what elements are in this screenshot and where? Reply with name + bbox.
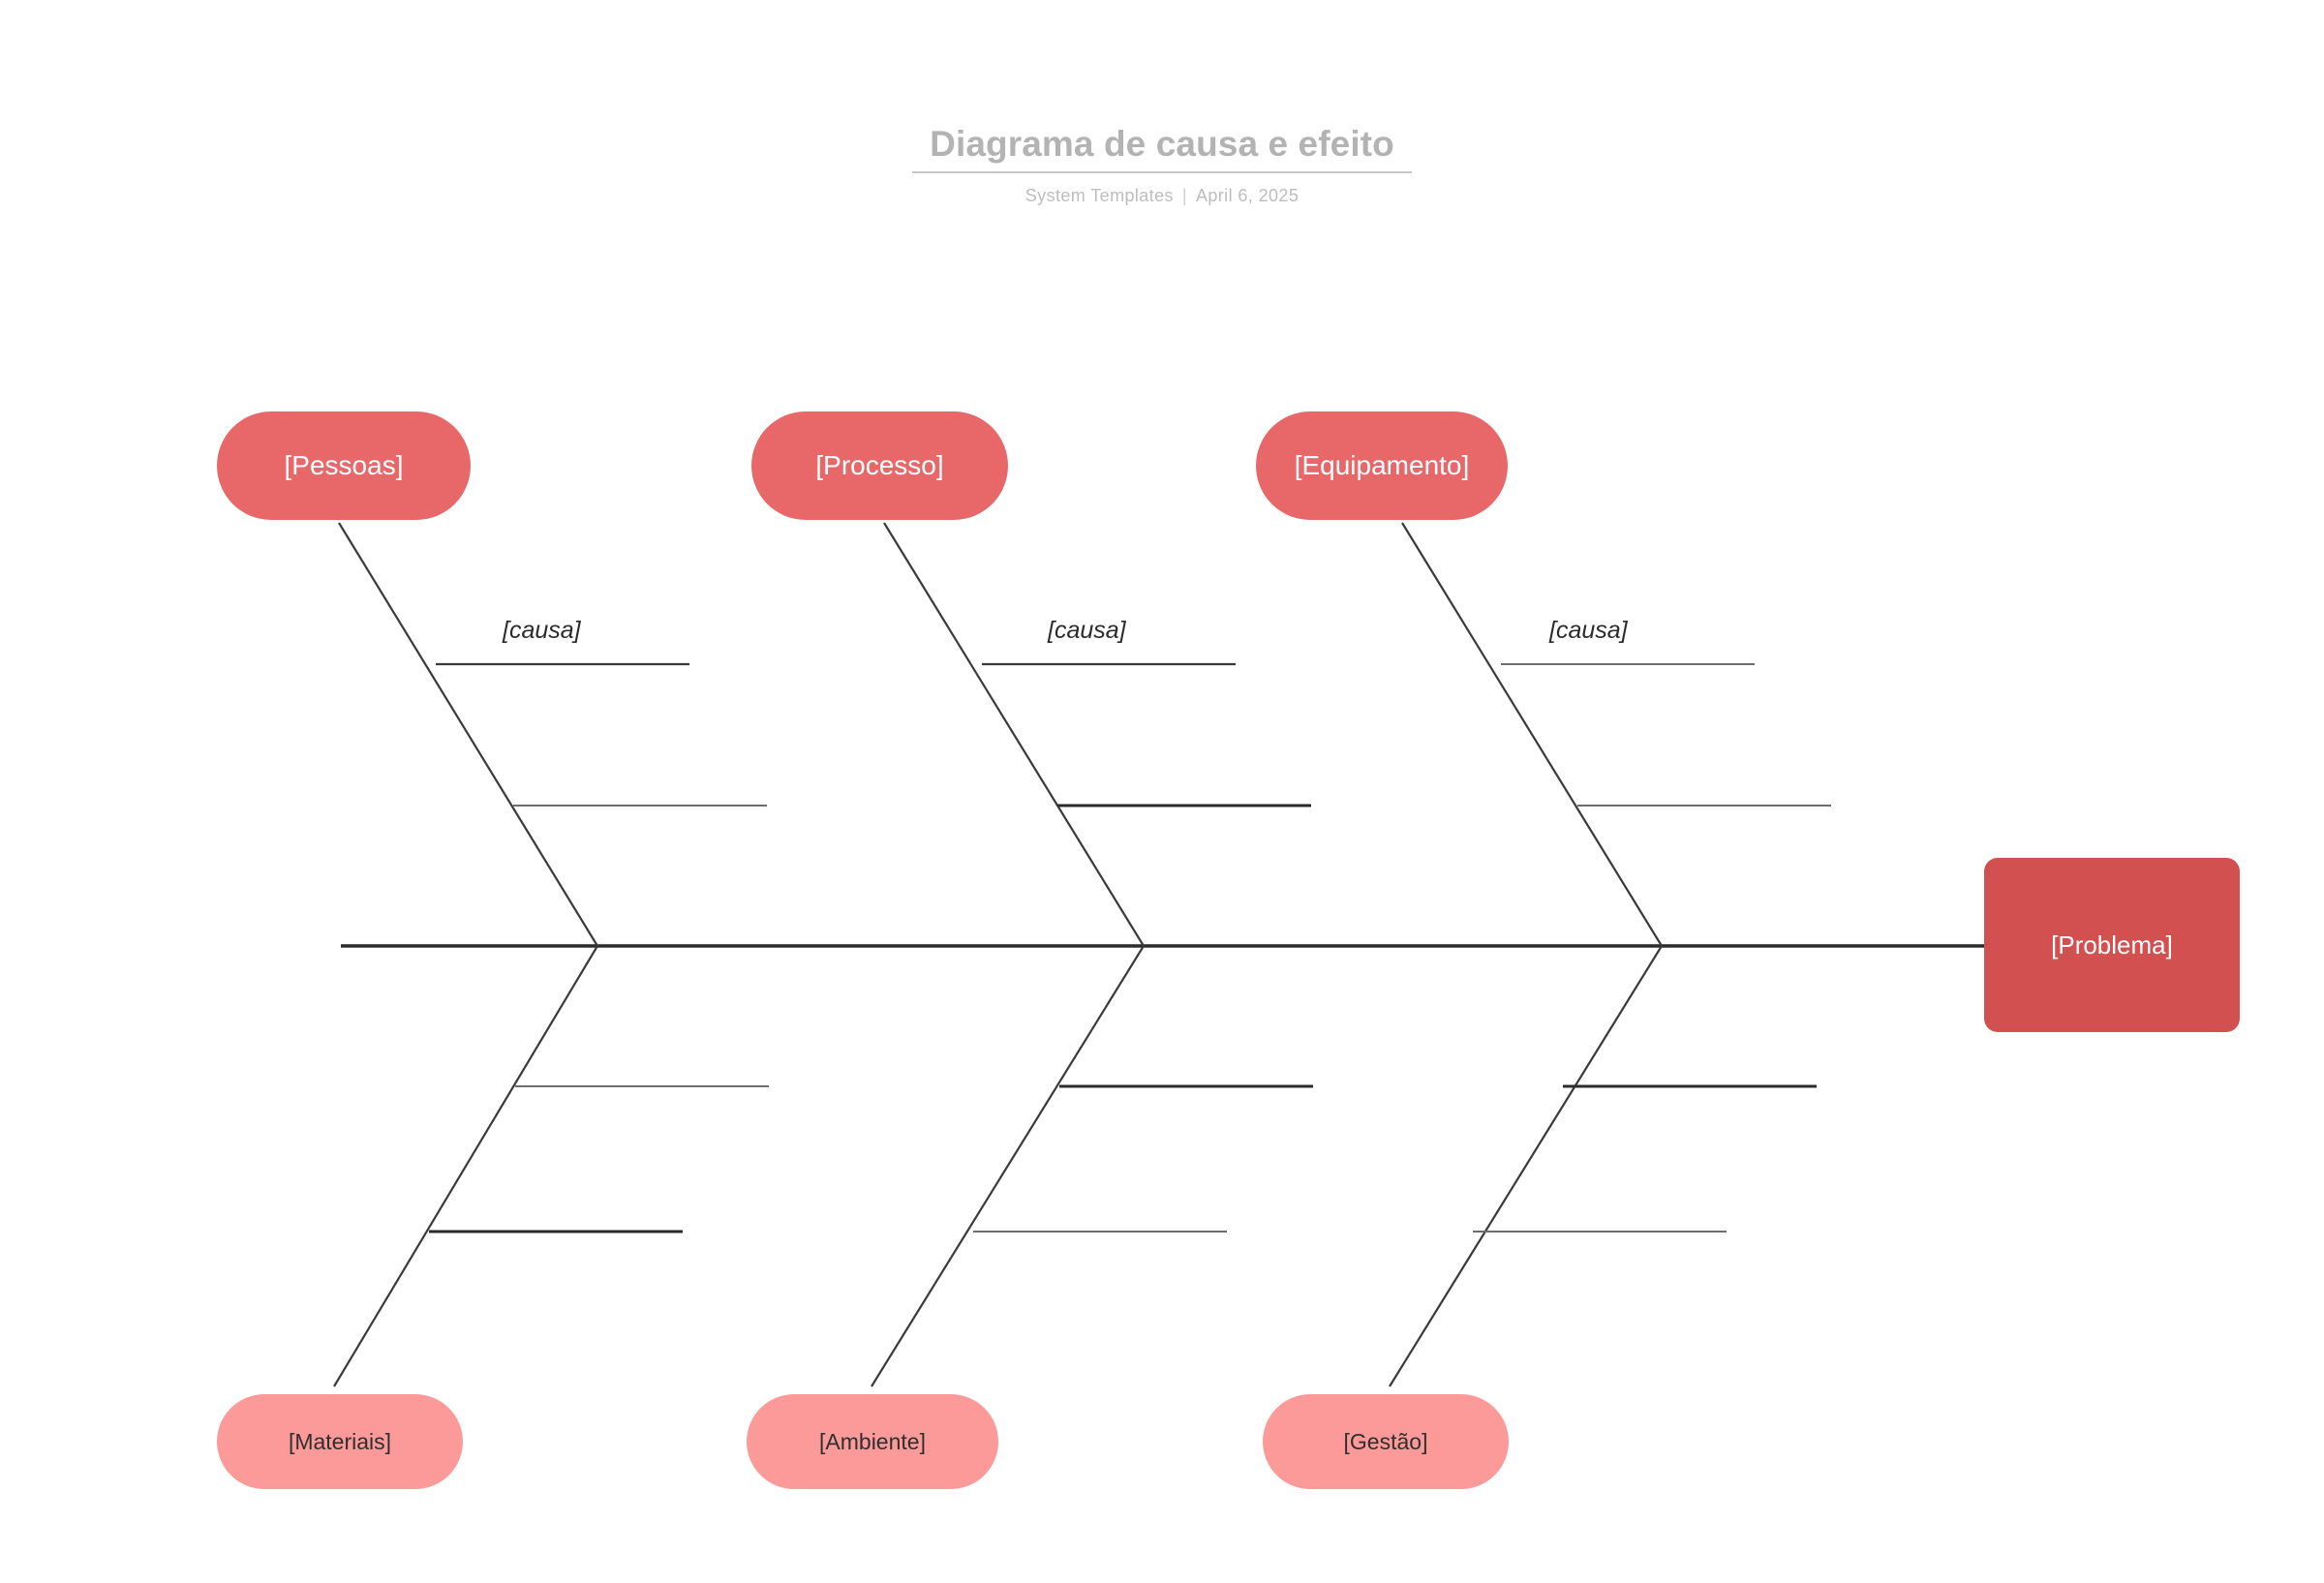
category-pill-ambiente[interactable]: [Ambiente] [747,1394,998,1489]
cause-label-pessoas[interactable]: [causa] [503,617,581,644]
document-header: Diagrama de causa e efeito System Templa… [0,124,2324,206]
subtitle-date: April 6, 2025 [1195,185,1300,205]
category-pill-pessoas[interactable]: [Pessoas] [217,411,471,520]
subtitle-author: System Templates [1024,185,1174,205]
rib-line-materiais [333,945,598,1387]
category-pill-equipamento[interactable]: [Equipamento] [1256,411,1508,520]
cause-label-equipamento[interactable]: [causa] [1549,617,1628,644]
title-rule-wrapper: Diagrama de causa e efeito [912,124,1412,173]
category-pill-gestao[interactable]: [Gestão] [1263,1394,1509,1489]
category-pill-processo[interactable]: [Processo] [751,411,1008,520]
category-pill-materiais[interactable]: [Materiais] [217,1394,463,1489]
rib-line-pessoas [338,522,598,947]
subtitle-separator: | [1181,185,1187,205]
cause-label-processo[interactable]: [causa] [1048,617,1126,644]
page-title: Diagrama de causa e efeito [930,124,1394,164]
rib-line-ambiente [871,945,1145,1387]
problem-effect-box[interactable]: [Problema] [1984,858,2240,1032]
document-subtitle: System Templates | April 6, 2025 [0,186,2324,206]
rib-line-processo [883,522,1145,947]
rib-line-gestao [1389,945,1663,1387]
rib-line-equipamento [1401,522,1663,947]
